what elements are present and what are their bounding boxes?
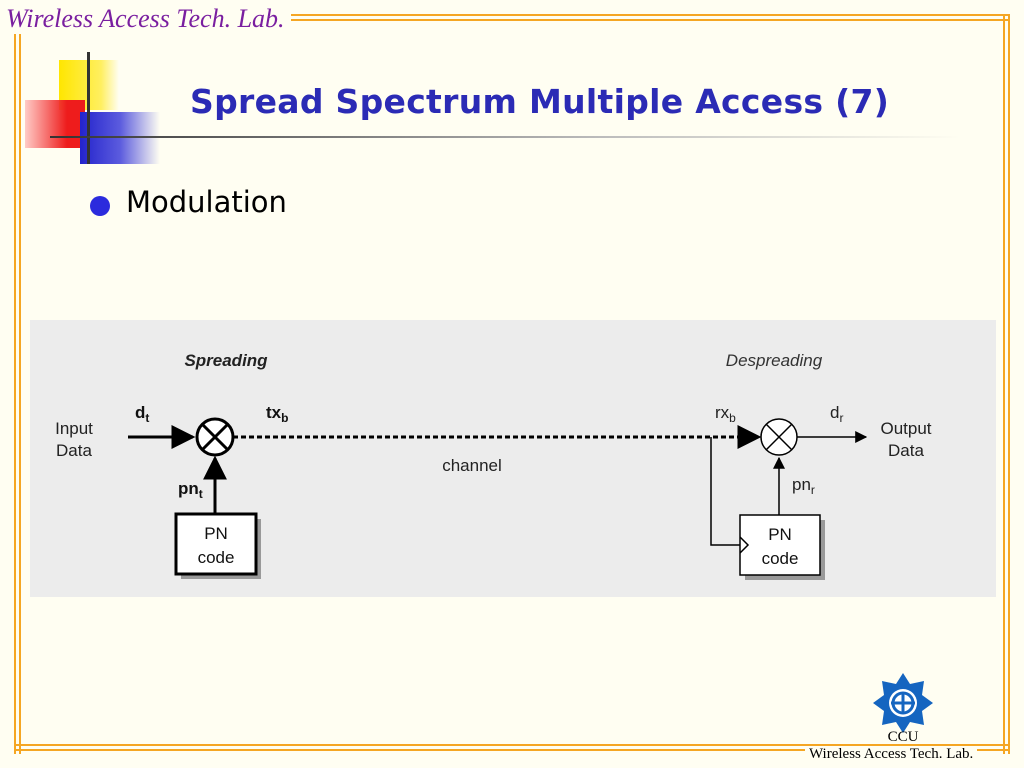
despreading-label: Despreading <box>726 351 823 370</box>
txb-label: txb <box>266 403 288 425</box>
footer-lab-name: Wireless Access Tech. Lab. <box>805 746 978 763</box>
pn-box-rx-line1: PN <box>768 525 792 544</box>
pnt-label: pnt <box>178 479 203 501</box>
frame-left-border <box>14 14 21 754</box>
bullet-text: Modulation <box>126 185 287 219</box>
corner-decoration-red <box>25 100 85 148</box>
frame-bottom-border <box>14 744 1010 751</box>
output-label-line1: Output <box>880 419 931 438</box>
pn-box-rx-line2: code <box>762 549 799 568</box>
footer-institution: CCU <box>887 729 919 745</box>
channel-label: channel <box>442 456 502 475</box>
corner-decoration-vertical-line <box>87 52 90 164</box>
spreading-mixer-icon <box>195 417 235 457</box>
input-label-line1: Input <box>55 419 93 438</box>
dt-label: dt <box>135 403 149 425</box>
pn-code-box-receiver <box>739 514 821 576</box>
rxb-label: rxb <box>715 403 736 425</box>
bullet-icon <box>90 196 110 216</box>
pnr-label: pnr <box>792 475 815 497</box>
spreading-label: Spreading <box>184 351 268 370</box>
sync-tap-line <box>710 437 746 546</box>
frame-right-border <box>1003 14 1010 754</box>
dr-label: dr <box>830 403 843 425</box>
despreading-mixer-icon <box>760 418 798 456</box>
clock-input-icon <box>739 536 750 554</box>
slide-title: Spread Spectrum Multiple Access (7) <box>190 82 890 121</box>
pn-code-box-transmitter <box>174 512 258 576</box>
title-underline <box>50 136 960 138</box>
frame-top-border <box>14 14 1010 21</box>
ccu-logo-icon <box>873 673 933 733</box>
pn-box-tx-line2: code <box>198 548 235 567</box>
input-label-line2: Data <box>56 441 92 460</box>
header-lab-name: Wireless Access Tech. Lab. <box>0 4 291 34</box>
output-label-line2: Data <box>888 441 924 460</box>
pn-box-tx-line1: PN <box>204 524 228 543</box>
corner-decoration-blue <box>80 112 160 164</box>
